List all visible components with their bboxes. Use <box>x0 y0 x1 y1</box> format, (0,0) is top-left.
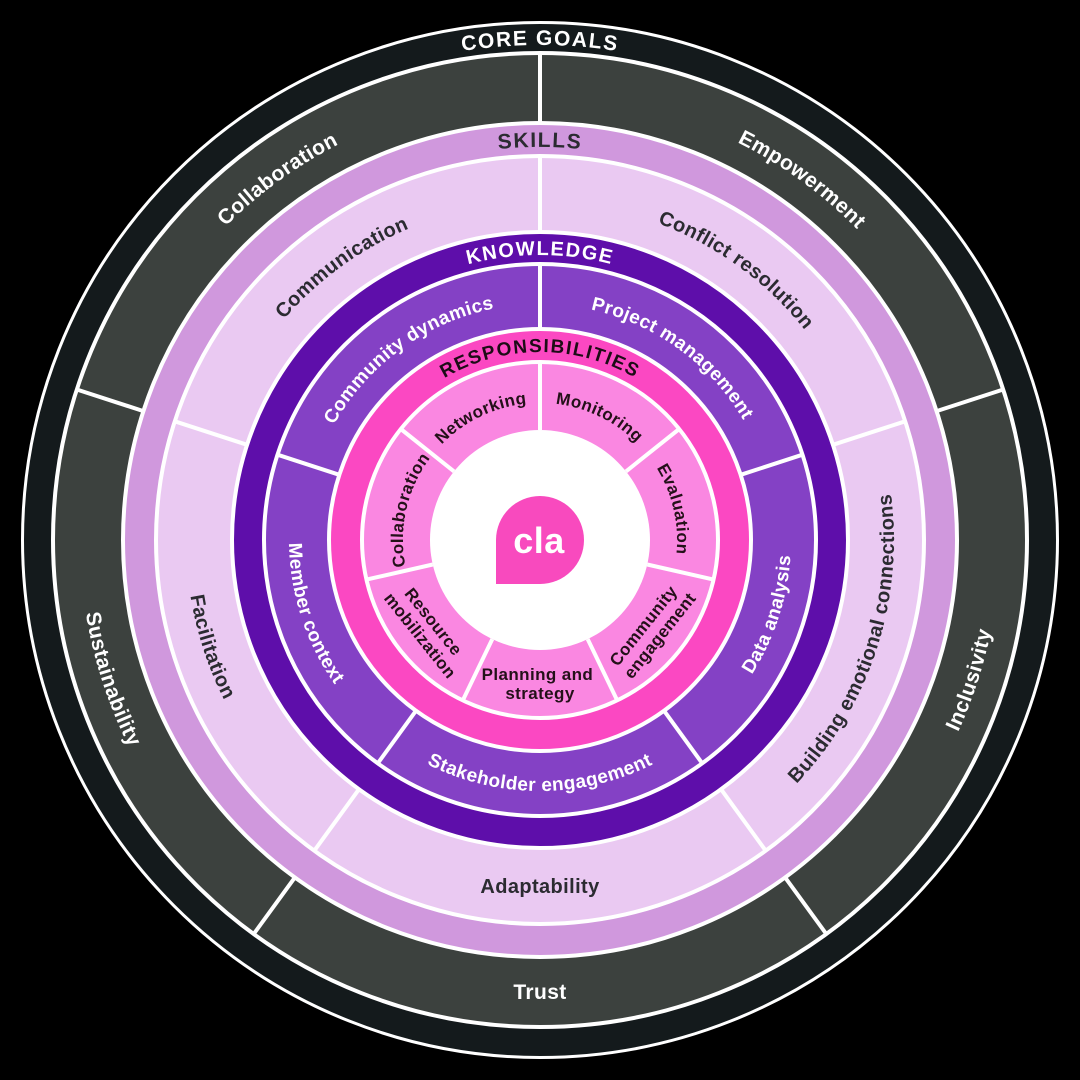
ring-title-skills: SKILLS <box>497 129 584 154</box>
segment-label-planning-and-strategy: Planning and strategy <box>482 665 599 703</box>
label-line: Planning and <box>482 665 594 684</box>
core-goals-dividers <box>76 53 1004 936</box>
segment-label-adaptability: Adaptability <box>480 876 600 898</box>
segment-divider <box>312 788 361 852</box>
segment-label-trust: Trust <box>513 981 566 1004</box>
logo: cla <box>496 496 584 584</box>
segment-divider <box>76 387 145 414</box>
label-line: strategy <box>505 684 574 703</box>
logo-text: cla <box>513 520 565 561</box>
segment-divider <box>935 387 1004 414</box>
responsibilities-dividers <box>366 362 714 702</box>
segment-divider <box>662 709 704 765</box>
segment-divider <box>174 419 248 447</box>
segment-divider <box>832 419 906 447</box>
knowledge-dividers <box>276 264 804 765</box>
segment-divider <box>399 427 456 473</box>
segment-divider <box>376 709 418 765</box>
logo-speech-bubble-icon <box>496 496 584 584</box>
segment-divider <box>719 788 768 852</box>
segment-divider <box>740 452 804 477</box>
skills-dividers <box>174 156 906 852</box>
segment-divider <box>460 638 495 702</box>
segment-divider <box>366 562 434 582</box>
segment-divider <box>252 876 297 936</box>
segment-divider <box>646 562 714 582</box>
segment-divider <box>276 452 340 477</box>
segment-divider <box>783 876 828 936</box>
segment-divider <box>585 638 620 702</box>
segment-divider <box>624 427 681 473</box>
